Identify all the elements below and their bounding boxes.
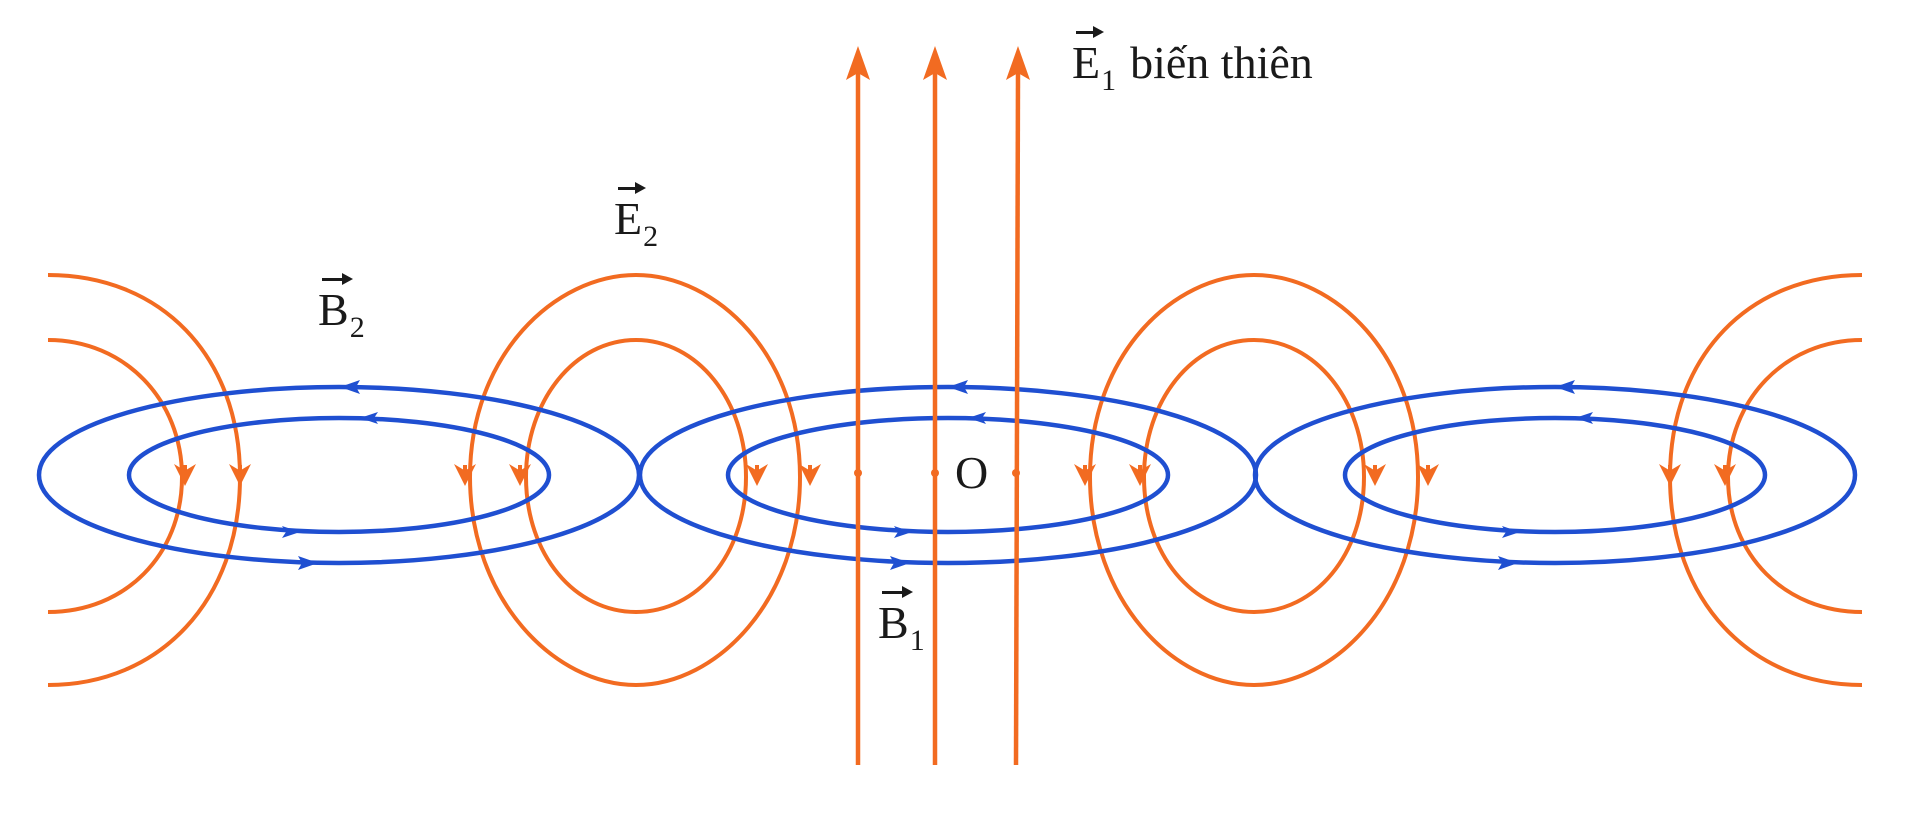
b2-subscript: 2 (349, 311, 365, 344)
label-b1: B1 (878, 586, 925, 656)
e2-loop-right-inner (1725, 338, 1863, 614)
b1-symbol: B (878, 586, 913, 648)
label-e2: E2 (614, 182, 658, 252)
e1-center-dots (854, 469, 1020, 477)
b1-ring-center-inner (725, 415, 1171, 535)
b1-ring-center-outer (637, 384, 1259, 566)
e1-arrows (846, 46, 1030, 80)
b-field-rings (36, 384, 1858, 566)
label-e1-varying: E1 biến thiên (1072, 26, 1313, 96)
e1-field-lines (855, 71, 1021, 766)
b2-symbol: B (318, 273, 353, 335)
e1-caption: biến thiên (1130, 37, 1313, 88)
e1-subscript: 1 (1101, 64, 1117, 97)
label-origin: O (955, 447, 989, 498)
b2-ring-left-inner (126, 415, 552, 535)
e2-subscript: 2 (643, 220, 659, 253)
e2-arrows (174, 464, 1736, 486)
e1-line-3 (1013, 71, 1021, 766)
e2-loop-2-outer (1087, 272, 1421, 688)
e2-loop-left-outer (47, 273, 243, 687)
e2-loop-left-inner (47, 338, 185, 614)
b1-subscript: 1 (909, 624, 925, 657)
e2-loop-1-outer (467, 272, 803, 688)
label-b2: B2 (318, 273, 365, 343)
e2-loop-1-inner (523, 337, 749, 615)
b-arrows (282, 380, 1593, 570)
e2-symbol: E (614, 182, 647, 244)
b2-ring-right-inner (1342, 415, 1768, 535)
e1-symbol: E (1072, 26, 1105, 88)
